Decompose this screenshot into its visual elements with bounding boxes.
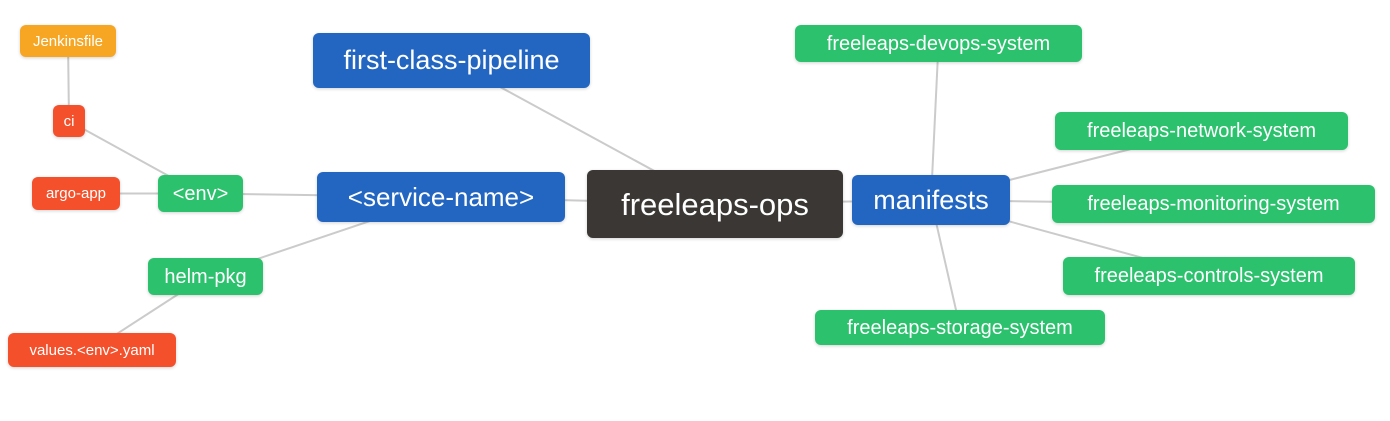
node-values-env-yaml[interactable]: values.<env>.yaml [8,333,176,367]
node-freeleaps-devops-system[interactable]: freeleaps-devops-system [795,25,1082,62]
node-freeleaps-monitoring-system[interactable]: freeleaps-monitoring-system [1052,185,1375,223]
node-service-name[interactable]: <service-name> [317,172,565,222]
node-freeleaps-ops[interactable]: freeleaps-ops [587,170,843,238]
node-env[interactable]: <env> [158,175,243,212]
node-freeleaps-network-system[interactable]: freeleaps-network-system [1055,112,1348,150]
edge-manifests--freeleaps-devops-system [930,43,940,201]
node-jenkinsfile[interactable]: Jenkinsfile [20,25,116,57]
node-argo-app[interactable]: argo-app [32,177,120,210]
node-ci[interactable]: ci [53,105,85,137]
node-helm-pkg[interactable]: helm-pkg [148,258,263,295]
node-manifests[interactable]: manifests [852,175,1010,225]
node-first-class-pipeline[interactable]: first-class-pipeline [313,33,590,88]
node-freeleaps-controls-system[interactable]: freeleaps-controls-system [1063,257,1355,295]
node-freeleaps-storage-system[interactable]: freeleaps-storage-system [815,310,1105,345]
